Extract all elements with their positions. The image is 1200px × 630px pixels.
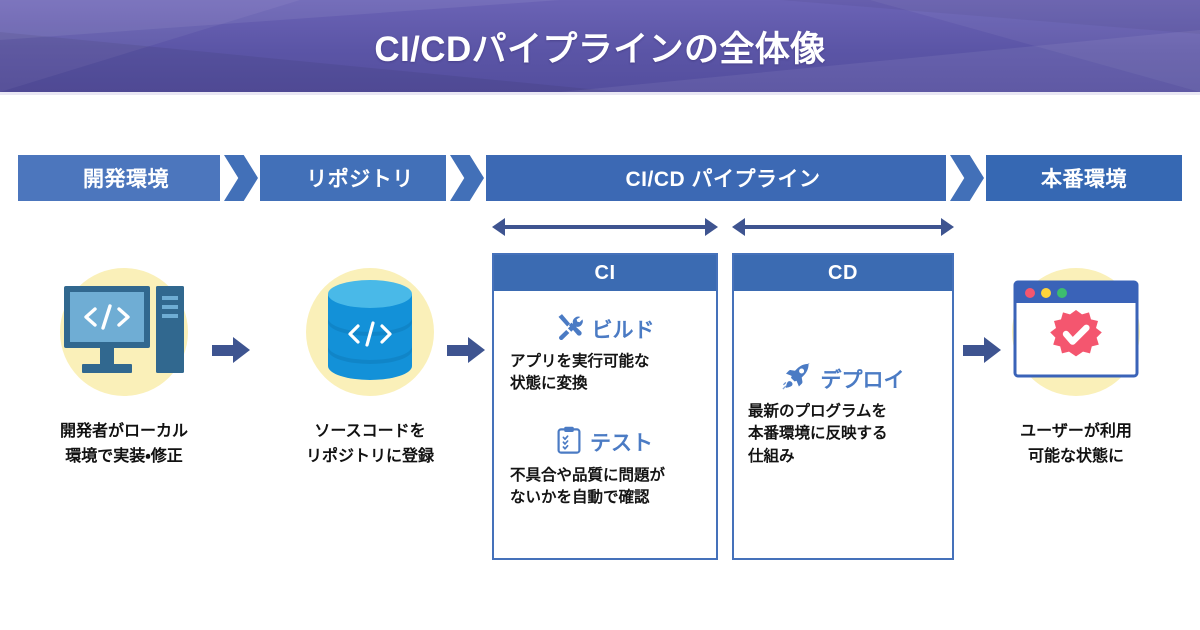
stage-cd-item-deploy-head: デプロイ xyxy=(748,362,938,395)
node-dev-caption-line1: 開発者がローカル xyxy=(59,423,188,440)
stage-ci-item-build-desc: アプリを実行可能な 状態に変換 xyxy=(508,351,702,396)
node-prod-caption-line2: 可能な状態に xyxy=(1027,447,1124,465)
node-prod-caption: ユーザーが利用 可能な状態に xyxy=(962,420,1190,470)
stage-ci-item-build-title: ビルド xyxy=(591,319,655,342)
header-decor-triangle-6 xyxy=(780,0,1200,34)
header-decor-triangle-4 xyxy=(870,0,1200,92)
node-prod: ユーザーが利用 可能な状態に xyxy=(962,262,1190,470)
header-decor-triangle-2 xyxy=(0,0,560,40)
stage-ci-item-test-title: テスト xyxy=(590,432,653,456)
node-dev-caption: 開発者がローカル 環境で実装・修正 xyxy=(10,420,238,470)
database-cylinder-icon: </> xyxy=(322,278,418,387)
flow-arrow-2-shaft xyxy=(447,345,469,356)
page-header: CI/CDパイプラインの全体像 xyxy=(0,0,1200,92)
phase-segment-dev[interactable]: 開発環境 xyxy=(18,155,234,201)
phase-segment-prod[interactable]: 本番環境 xyxy=(986,155,1182,201)
node-repo-icon-area: </> xyxy=(256,262,484,402)
stage-ci-item-test-desc: 不具合や品質に問題が ないかを自動で確認 xyxy=(508,465,702,510)
node-repo-caption-line1: ソースコードを xyxy=(314,423,426,440)
header-divider xyxy=(0,92,1200,95)
stage-ci-item-test-head: テスト xyxy=(508,426,702,459)
browser-window-verified-icon xyxy=(1013,280,1139,385)
node-dev-icon-text: </> xyxy=(186,282,187,283)
ci-span-arrow-left-head xyxy=(492,218,505,236)
cd-span-arrow-right-head xyxy=(941,218,954,236)
header-decor-triangle-5 xyxy=(560,30,1200,92)
stage-ci-test-desc-line1: 不具合や品質に問題が xyxy=(510,466,666,484)
cd-span-arrow-left-head xyxy=(732,218,745,236)
stage-ci-test-desc-line2: ないかを自動で確認 xyxy=(510,489,650,507)
node-dev-caption-line2: 環境で実装・修正 xyxy=(65,447,183,465)
phase-bar: 開発環境 リポジトリ CI/CD パイプライン 本番環境 xyxy=(18,155,1182,201)
stage-ci-body: ビルド アプリを実行可能な 状態に変換 xyxy=(494,291,716,510)
flow-arrow-dev-to-repo-icon xyxy=(212,337,250,363)
stage-cd-header: CD xyxy=(734,255,952,291)
stage-cd-item-deploy-desc: 最新のプログラムを 本番環境に反映する 仕組み xyxy=(748,401,938,468)
clipboard-checklist-icon xyxy=(557,426,581,459)
stage-ci-build-desc-line1: アプリを実行可能な xyxy=(510,353,650,370)
node-repo-caption: ソースコードを リポジトリに登録 xyxy=(256,420,484,470)
phase-segment-repo[interactable]: リポジトリ xyxy=(260,155,460,201)
stage-ci-header: CI xyxy=(494,255,716,291)
stage-cd-item-deploy-title: デプロイ xyxy=(820,369,905,392)
stage-cd-deploy-desc-line1: 最新のプログラムを xyxy=(748,403,888,420)
stage-cd-deploy-desc-line3: 仕組み xyxy=(748,447,795,465)
desktop-computer-icon: </> xyxy=(62,282,186,383)
flow-arrow-3-shaft xyxy=(963,345,985,356)
flow-arrow-3-head xyxy=(984,337,1001,363)
tools-build-icon xyxy=(556,313,583,345)
stage-ci-item-build: ビルド アプリを実行可能な 状態に変換 xyxy=(508,313,702,396)
rocket-deploy-icon xyxy=(781,362,812,395)
phase-label-repo: リポジトリ xyxy=(306,168,414,191)
page-title: CI/CDパイプラインの全体像 xyxy=(374,29,826,69)
stage-box-cd: CD xyxy=(732,253,954,560)
node-dev: </> 開発者がローカル 環境で実装・修正 xyxy=(10,262,238,470)
node-prod-caption-line1: ユーザーが利用 xyxy=(1020,423,1132,440)
flow-arrow-2-head xyxy=(468,337,485,363)
ci-span-arrow-right-head xyxy=(705,218,718,236)
stage-cd-item-deploy: デプロイ 最新のプログラムを 本番環境に反映する 仕組み xyxy=(748,362,938,468)
node-repo: </> ソースコードを リポジトリに登録 xyxy=(256,262,484,470)
node-prod-icon-area xyxy=(962,262,1190,402)
phase-label-pipeline: CI/CD パイプライン xyxy=(625,168,821,191)
node-repo-icon-text: </> xyxy=(418,278,419,279)
flow-arrow-cd-to-prod-icon xyxy=(963,337,1001,363)
node-repo-caption-line2: リポジトリに登録 xyxy=(305,447,434,465)
header-decor-triangle-3 xyxy=(0,32,620,92)
stage-ci-item-test: テスト 不具合や品質に問題が ないかを自動で確認 xyxy=(508,426,702,510)
phase-label-prod: 本番環境 xyxy=(1041,168,1127,191)
header-decor-triangle-1 xyxy=(0,0,300,92)
stage-ci-header-label: CI xyxy=(594,261,616,284)
flow-arrow-1-shaft xyxy=(212,345,234,356)
node-dev-icon-area: </> xyxy=(10,262,238,402)
flow-arrow-repo-to-ci-icon xyxy=(447,337,485,363)
stage-cd-header-label: CD xyxy=(828,261,858,284)
stage-box-ci: CI xyxy=(492,253,718,560)
flow-arrow-1-head xyxy=(233,337,250,363)
stage-ci-item-build-head: ビルド xyxy=(508,313,702,345)
ci-span-arrow-icon xyxy=(492,218,718,236)
stage-ci-build-desc-line2: 状態に変換 xyxy=(510,375,588,393)
cd-span-arrow-icon xyxy=(732,218,954,236)
ci-span-arrow-line xyxy=(501,225,709,229)
stage-cd-deploy-desc-line2: 本番環境に反映する xyxy=(748,425,888,443)
cd-span-arrow-line xyxy=(741,225,945,229)
phase-segment-pipeline[interactable]: CI/CD パイプライン xyxy=(486,155,960,201)
phase-label-dev: 開発環境 xyxy=(83,168,169,191)
stage-cd-body: デプロイ 最新のプログラムを 本番環境に反映する 仕組み xyxy=(734,291,952,468)
